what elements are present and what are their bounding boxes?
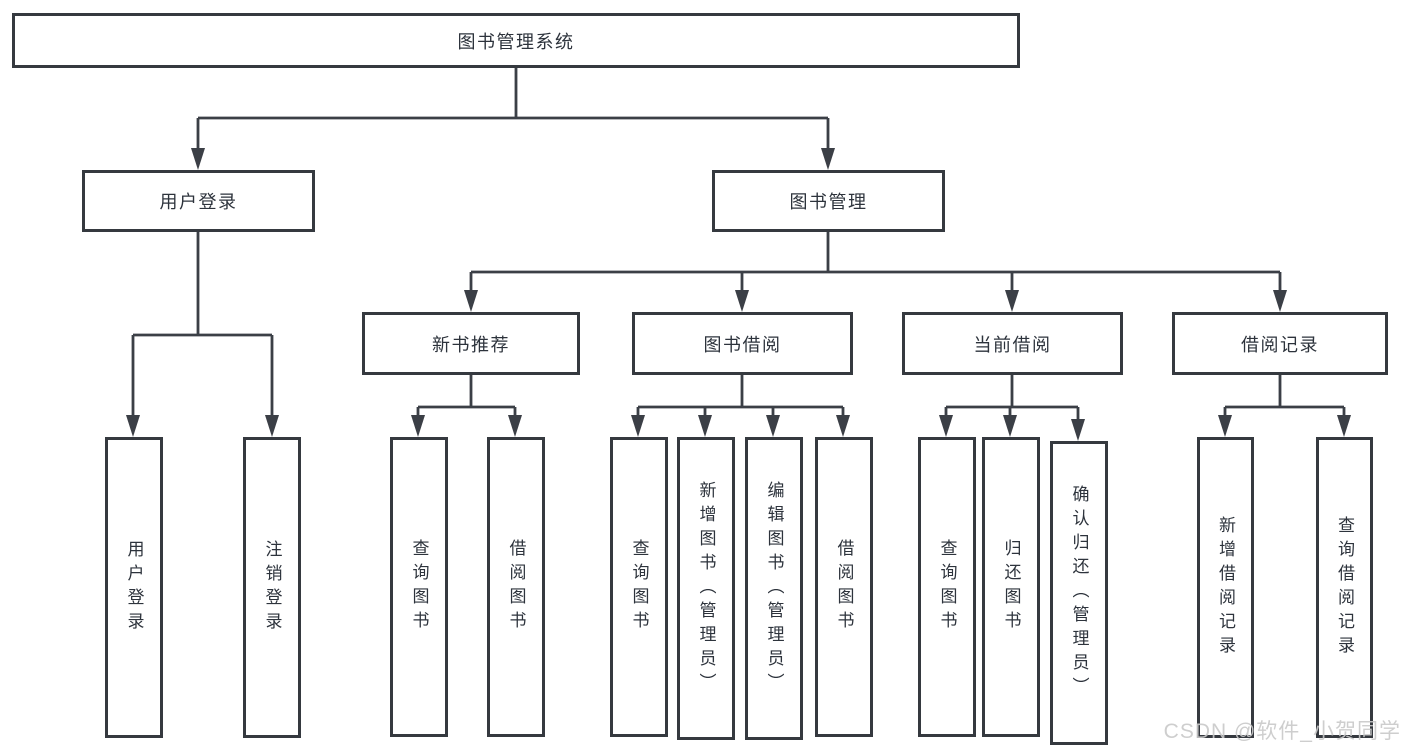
node-leaf-confirm-return-admin: 确认归还（管理员）	[1050, 441, 1108, 745]
node-leaf-query-borrow-record: 查询借阅记录	[1316, 437, 1373, 738]
node-book-management: 图书管理	[712, 170, 945, 232]
node-leaf-edit-books-admin: 编辑图书（管理员）	[745, 437, 803, 740]
csdn-watermark: CSDN @软件_小贺同学	[1163, 720, 1401, 743]
node-leaf-borrow-books-1: 借阅图书	[487, 437, 545, 737]
node-borrowing-records: 借阅记录	[1172, 312, 1388, 375]
node-leaf-query-books-1: 查询图书	[390, 437, 448, 737]
node-leaf-return-books: 归还图书	[982, 437, 1040, 737]
node-leaf-add-books-admin: 新增图书（管理员）	[677, 437, 735, 740]
node-leaf-logout: 注销登录	[243, 437, 301, 738]
node-current-borrowing: 当前借阅	[902, 312, 1123, 375]
node-book-borrowing: 图书借阅	[632, 312, 853, 375]
arrowhead-icons	[126, 148, 1351, 441]
node-user-login-label: 用户登录	[159, 192, 238, 212]
node-leaf-add-borrow-record: 新增借阅记录	[1197, 437, 1254, 738]
node-leaf-borrow-books-2: 借阅图书	[815, 437, 873, 737]
node-user-login: 用户登录	[82, 170, 315, 232]
node-root-system: 图书管理系统	[12, 13, 1020, 68]
node-root-label: 图书管理系统	[457, 31, 575, 52]
node-leaf-query-books-2: 查询图书	[610, 437, 668, 737]
node-leaf-query-books-3: 查询图书	[918, 437, 976, 737]
node-book-management-label: 图书管理	[789, 192, 868, 212]
node-new-book-recommend: 新书推荐	[362, 312, 580, 375]
node-leaf-user-login: 用户登录	[105, 437, 163, 738]
